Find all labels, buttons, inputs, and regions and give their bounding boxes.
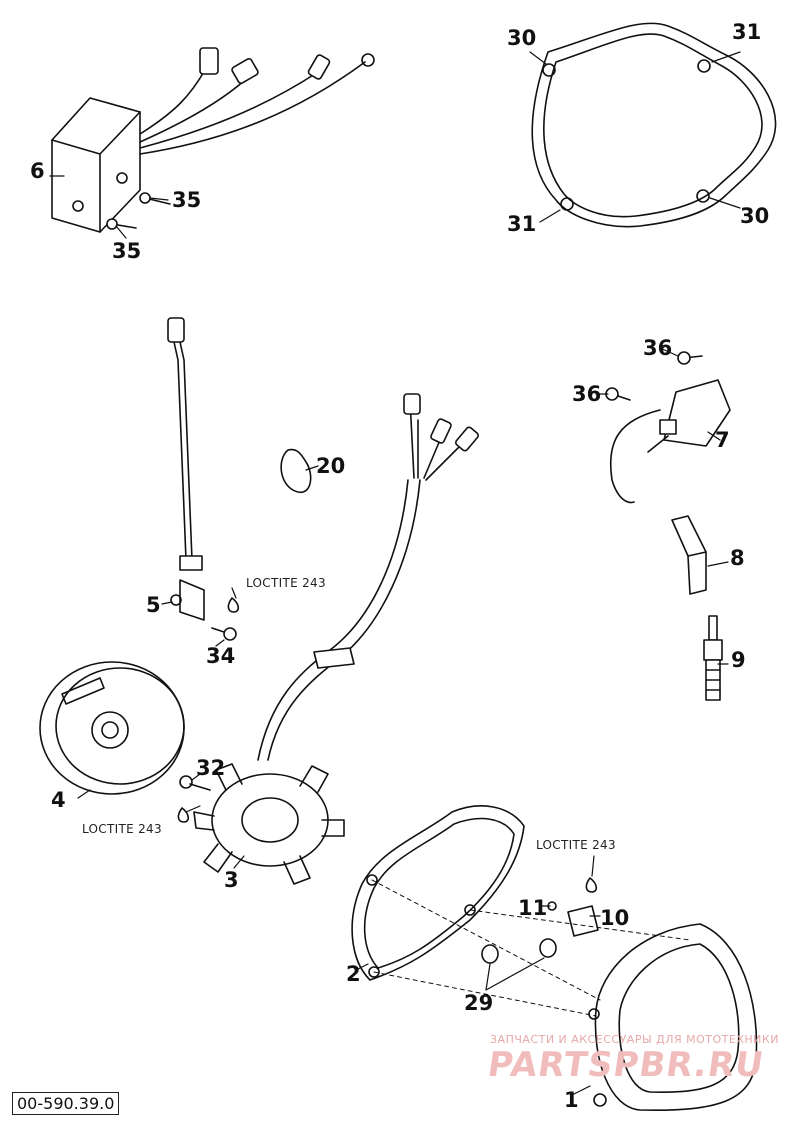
callout-31-top: 31 (732, 20, 762, 44)
callout-20: 20 (316, 454, 346, 478)
cable-clamp-part (280, 448, 312, 493)
loctite-note-flywheel: LOCTITE 243 (82, 822, 162, 836)
callout-11: 11 (518, 896, 548, 920)
stator-part (193, 763, 345, 885)
callout-30-bottom: 30 (740, 204, 770, 228)
assembly-guide-lines (371, 879, 691, 1017)
callout-10: 10 (600, 906, 630, 930)
cover-gasket-part (531, 22, 777, 228)
callout-35-upper: 35 (172, 188, 202, 212)
callout-34: 34 (206, 644, 236, 668)
ignition-coil-part (609, 379, 731, 504)
callout-2: 2 (346, 962, 361, 986)
callout-5: 5 (146, 593, 161, 617)
loctite-note-pulser: LOCTITE 243 (246, 576, 326, 590)
coil-screw-part (605, 351, 703, 401)
flywheel-part (39, 661, 185, 795)
spark-plug-part (703, 615, 723, 701)
ignition-cover-part (588, 923, 758, 1112)
flywheel-nut-part (177, 775, 211, 823)
callout-6: 6 (30, 159, 45, 183)
callout-29: 29 (464, 991, 494, 1015)
callout-36-upper: 36 (643, 336, 673, 360)
leader-lines (49, 51, 741, 1095)
spark-plug-cap-part (671, 515, 707, 595)
diagram-reference-code: 00-590.39.0 (12, 1092, 120, 1115)
pulser-coil-part (167, 317, 205, 621)
ignition-cover-gasket-part (351, 805, 525, 981)
callout-32: 32 (196, 756, 226, 780)
callout-30-top: 30 (507, 26, 537, 50)
callout-4: 4 (51, 788, 66, 812)
cdi-unit-part (51, 47, 375, 233)
cover-bracket-part (547, 877, 599, 937)
cdi-screw-part (106, 192, 171, 230)
callout-35-lower: 35 (112, 239, 142, 263)
callout-7: 7 (715, 428, 730, 452)
callout-31-bottom: 31 (507, 212, 537, 236)
watermark-logo: PARTSPBR.RU (485, 1045, 767, 1085)
callout-3: 3 (224, 868, 239, 892)
callout-1: 1 (564, 1088, 579, 1112)
loctite-note-cover: LOCTITE 243 (536, 838, 616, 852)
stator-harness-part (257, 393, 480, 761)
pulser-screw-part (211, 597, 240, 641)
watermark-caption: ЗАПЧАСТИ И АКСЕССУАРЫ ДЛЯ МОТОТЕХНИКИ (490, 1033, 779, 1046)
callout-9: 9 (731, 648, 746, 672)
callout-8: 8 (730, 546, 745, 570)
callout-36-lower: 36 (572, 382, 602, 406)
dowel-sleeve-part (481, 938, 557, 964)
